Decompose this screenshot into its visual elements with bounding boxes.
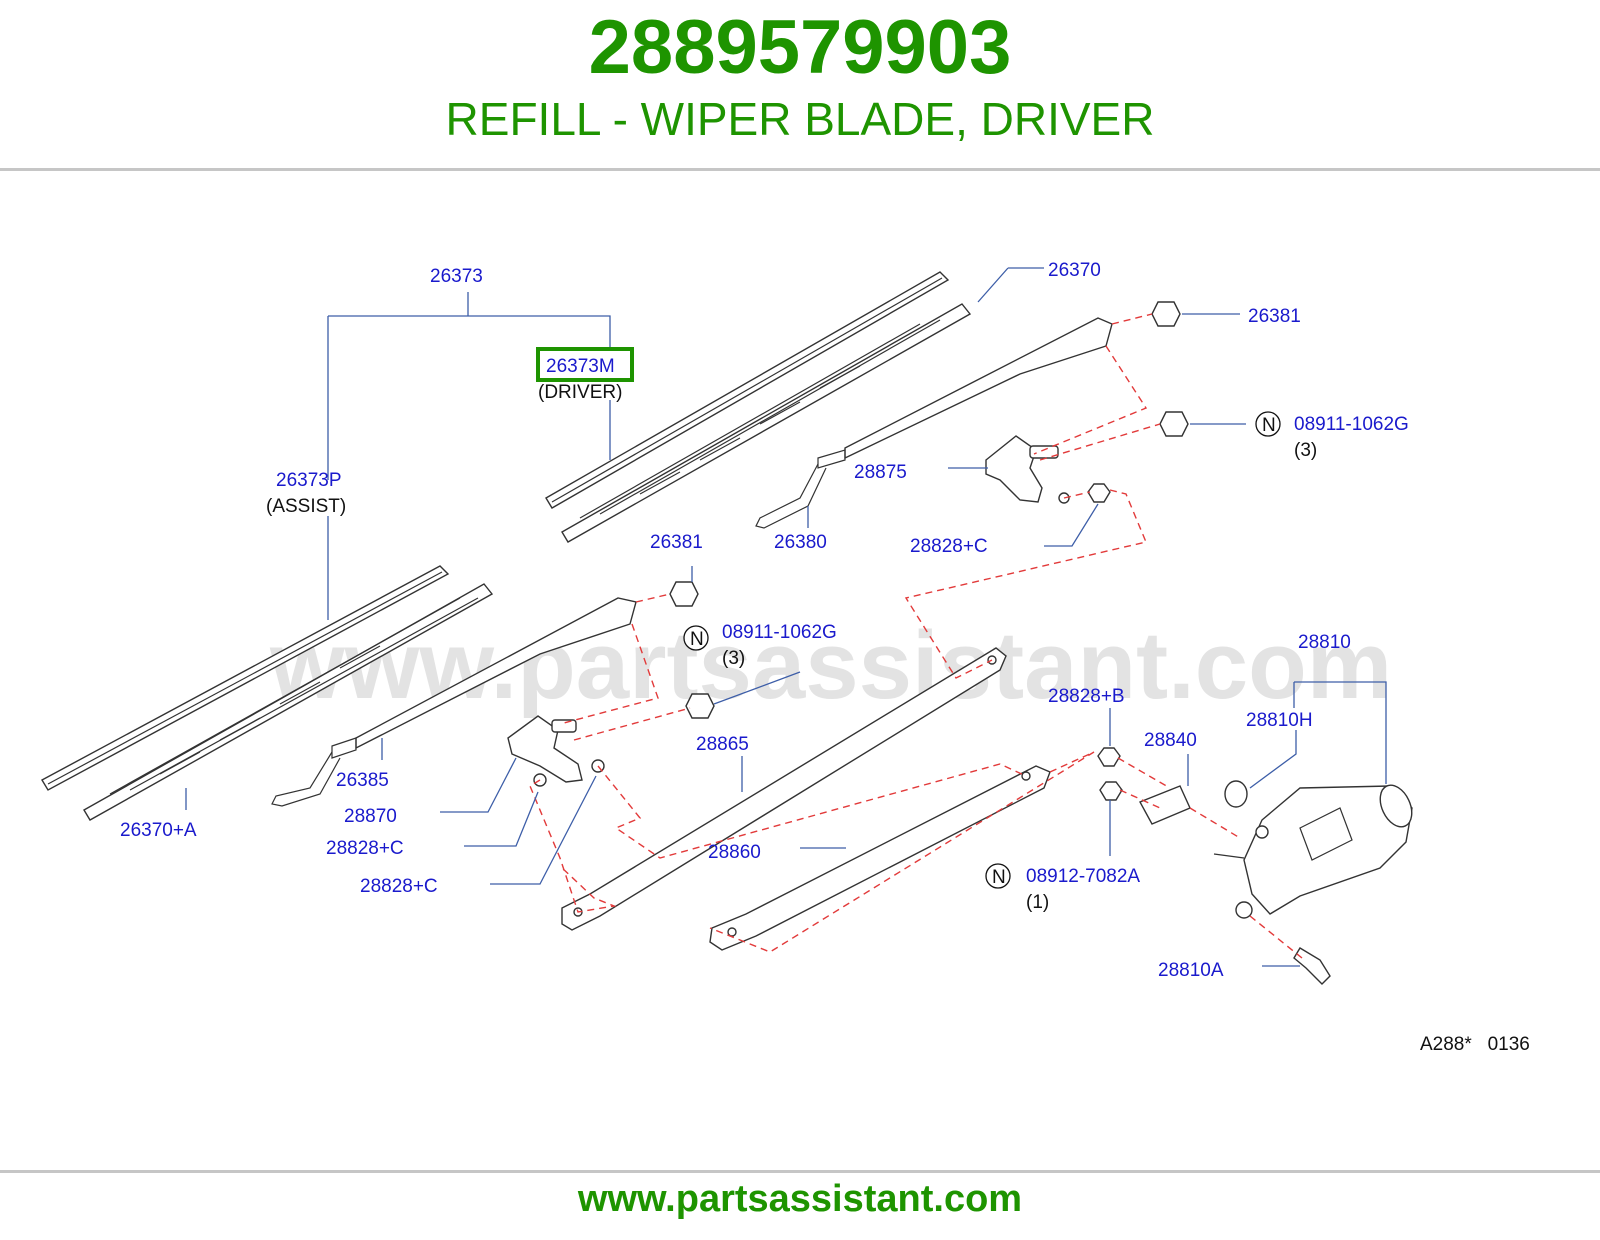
- bracket-28840[interactable]: [1139, 785, 1191, 825]
- part-description: REFILL - WIPER BLADE, DRIVER: [445, 93, 1155, 145]
- label-26373m: 26373M: [546, 356, 615, 377]
- bolt-28810a[interactable]: [1293, 947, 1331, 985]
- label-28810h: 28810H: [1246, 710, 1313, 731]
- washer-28828c-upper[interactable]: [1087, 483, 1111, 503]
- nut-26381-upper[interactable]: [1151, 301, 1181, 327]
- callout-labels: 26373 26373M (DRIVER) 26373P (ASSIST) 26…: [120, 260, 1530, 1055]
- label-26370a: 26370+A: [120, 820, 197, 841]
- nut-08911-lower[interactable]: [685, 693, 715, 719]
- label-28810a: 28810A: [1158, 960, 1224, 981]
- label-28828b: 28828+B: [1048, 686, 1125, 707]
- driver-wiper-blade[interactable]: [545, 271, 972, 543]
- assist-wiper-arm[interactable]: [271, 597, 637, 807]
- note-n-lower: N: [992, 867, 1006, 888]
- diagram-ref: A288* 0136: [1420, 1034, 1530, 1055]
- watermark-text: www.partsassistant.com: [269, 612, 1392, 719]
- footer-url-link[interactable]: www.partsassistant.com: [577, 1178, 1023, 1220]
- label-28840: 28840: [1144, 730, 1197, 751]
- assist-pivot[interactable]: [507, 715, 605, 787]
- wiper-motor-28810[interactable]: [1213, 780, 1418, 919]
- label-28870: 28870: [344, 806, 397, 827]
- footer-divider: [0, 1170, 1600, 1173]
- label-28828c-mid: 28828+C: [326, 838, 404, 859]
- qty-lower: (1): [1026, 892, 1049, 913]
- grommet-28810h[interactable]: [1224, 780, 1248, 808]
- qty-upper: (3): [1294, 440, 1317, 461]
- label-08912: 08912-7082A: [1026, 866, 1140, 887]
- label-28828c-upper: 28828+C: [910, 536, 988, 557]
- note-n-circle-upper: [1255, 411, 1281, 437]
- driver-pivot[interactable]: [985, 435, 1070, 504]
- part-number-title: 2889579903: [588, 5, 1012, 90]
- qty-mid: (3): [722, 648, 745, 669]
- note-n-mid: N: [690, 629, 704, 650]
- assist-wiper-blade[interactable]: [41, 565, 494, 821]
- header-divider: [0, 168, 1600, 171]
- label-26373: 26373: [430, 266, 483, 287]
- label-28860: 28860: [708, 842, 761, 863]
- wiper-diagram-svg: www.partsassistant.com: [41, 260, 1530, 1055]
- nut-26381-lower[interactable]: [669, 581, 699, 607]
- note-n-circle-lower: [985, 863, 1011, 889]
- label-26381-upper: 26381: [1248, 306, 1301, 327]
- label-26381-lower: 26381: [650, 532, 703, 553]
- label-28865: 28865: [696, 734, 749, 755]
- page-header: 2889579903 REFILL - WIPER BLADE, DRIVER: [0, 0, 1600, 168]
- note-n-circle-mid: [683, 625, 709, 651]
- label-driver: (DRIVER): [538, 382, 622, 403]
- label-28828c-lower: 28828+C: [360, 876, 438, 897]
- bushing-28828b[interactable]: [1097, 747, 1123, 801]
- label-28810: 28810: [1298, 632, 1351, 653]
- assembly-dashed-lines: [529, 313, 1303, 959]
- label-26373p: 26373P: [276, 470, 342, 491]
- highlight-box-26373m: [536, 347, 634, 382]
- label-26370: 26370: [1048, 260, 1101, 281]
- label-assist: (ASSIST): [266, 496, 346, 517]
- link-rod-28860[interactable]: [709, 765, 1051, 951]
- note-n-upper: N: [1262, 415, 1276, 436]
- link-rod-28865[interactable]: [561, 647, 1007, 931]
- label-26385: 26385: [336, 770, 389, 791]
- label-28875: 28875: [854, 462, 907, 483]
- label-08911-upper: 08911-1062G: [1294, 414, 1409, 435]
- nut-08911-upper[interactable]: [1159, 411, 1189, 437]
- callout-leader-lines: [185, 267, 1387, 967]
- parts-diagram: www.partsassistant.com: [0, 168, 1600, 1170]
- label-08911-lower: 08911-1062G: [722, 622, 837, 643]
- label-26380: 26380: [774, 532, 827, 553]
